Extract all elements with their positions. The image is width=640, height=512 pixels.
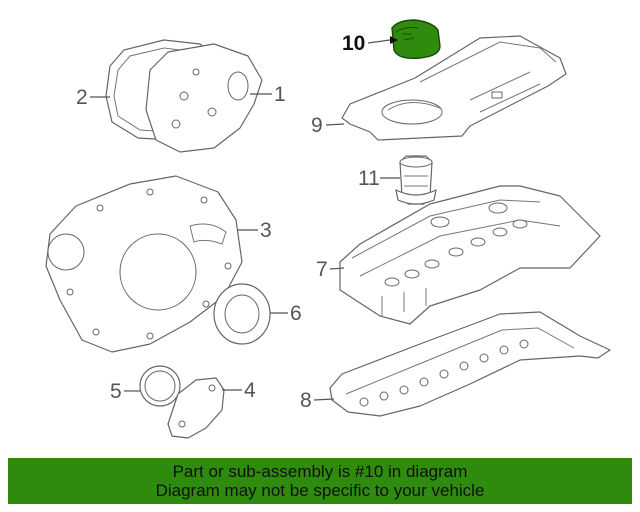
valve-cover-ports: [384, 202, 528, 287]
gasket-bolt-holes: [359, 339, 529, 407]
part-4-cover-plate[interactable]: [167, 377, 225, 439]
banner-line-disclaimer: Diagram may not be specific to your vehi…: [155, 481, 485, 500]
callout-2-label: 2: [76, 86, 88, 109]
callout-11-label: 11: [358, 167, 380, 190]
diagram-note-banner: Part or sub-assembly is #10 in diagram D…: [8, 458, 632, 504]
part-7-valve-cover[interactable]: [339, 185, 601, 325]
callout-10-leader: [367, 39, 391, 44]
callout-7-leader: [329, 267, 345, 270]
callout-5-label: 5: [110, 380, 122, 403]
callout-3-label: 3: [260, 219, 272, 242]
callout-8-leader: [313, 398, 335, 401]
part-1-front-cover[interactable]: [145, 43, 263, 153]
part-11-oil-filler-neck[interactable]: [395, 155, 437, 205]
callout-10-arrowhead: [390, 36, 398, 44]
callout-9-label: 9: [311, 114, 323, 137]
callout-8-label: 8: [300, 389, 312, 412]
housing-bolt-holes: [66, 188, 232, 340]
callout-10-label: 10: [342, 32, 365, 55]
part-5-o-ring[interactable]: [139, 365, 181, 407]
callout-6-label: 6: [290, 302, 302, 325]
part-3-adapter-housing[interactable]: [45, 175, 243, 353]
parts-diagram: 10 9 11 7: [45, 19, 611, 439]
part-9-engine-cover[interactable]: [341, 35, 567, 141]
part-6-crankshaft-seal[interactable]: [213, 283, 271, 345]
callout-9-leader: [325, 123, 345, 126]
banner-line-part-number: Part or sub-assembly is #10 in diagram: [172, 462, 468, 481]
part-10-oil-filler-cap[interactable]: [391, 19, 441, 60]
callout-7-label: 7: [316, 258, 328, 281]
part-8-valve-cover-gasket[interactable]: [329, 311, 611, 417]
callout-1-label: 1: [274, 83, 286, 106]
callout-4-label: 4: [244, 379, 256, 402]
